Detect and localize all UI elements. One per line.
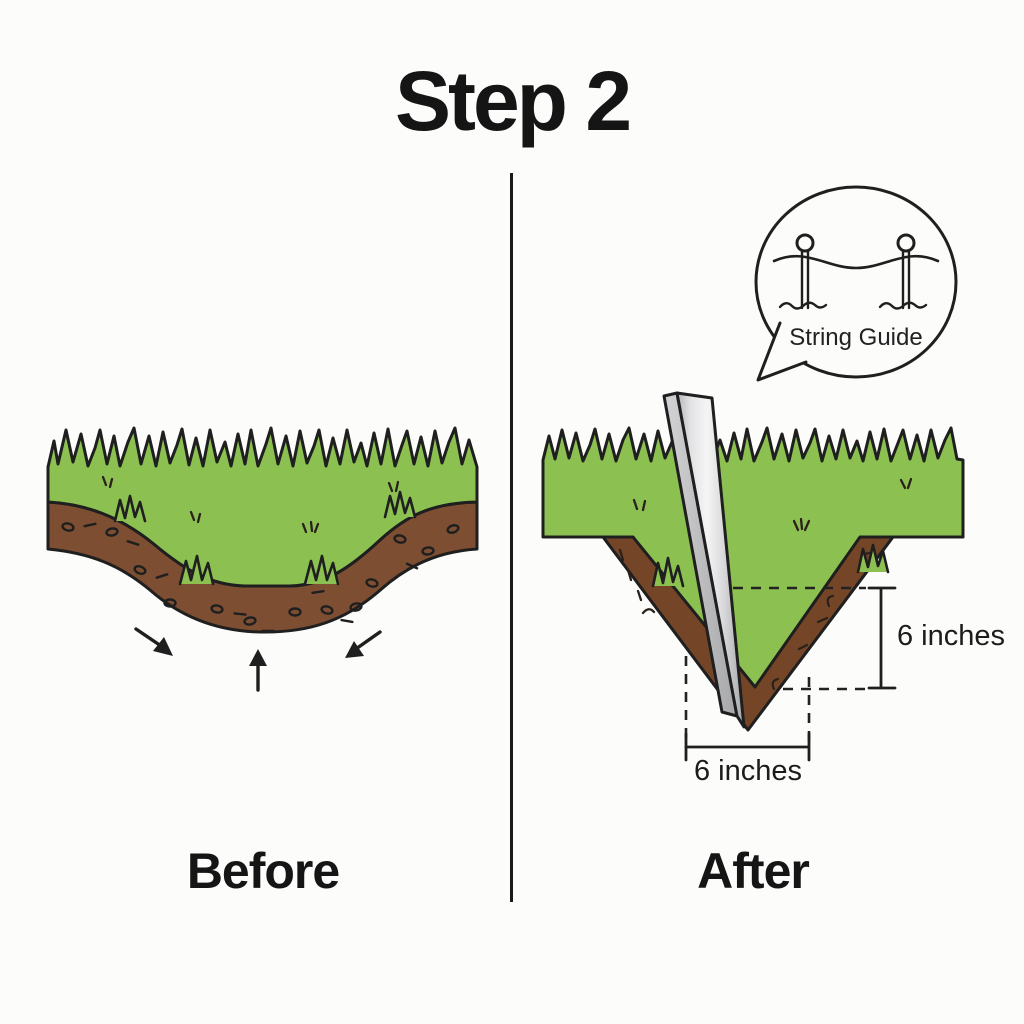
grass-tuft bbox=[856, 543, 890, 574]
string-guide-callout bbox=[754, 185, 958, 382]
grass-tuft bbox=[651, 556, 685, 588]
grass-tuft bbox=[383, 490, 417, 519]
pebble bbox=[210, 604, 224, 614]
stake-knob bbox=[795, 233, 815, 253]
width-measurement-label: 6 inches bbox=[693, 755, 802, 787]
sprout-mark bbox=[387, 480, 400, 493]
after-label: After bbox=[697, 843, 810, 899]
dimension-lines bbox=[684, 586, 897, 762]
grass-tuft bbox=[178, 554, 215, 586]
before-cross-section bbox=[46, 426, 479, 692]
spade-blade-main-face bbox=[675, 391, 746, 729]
sprout-mark bbox=[792, 517, 811, 532]
edger-spade-blade bbox=[662, 391, 746, 729]
soil-dash bbox=[340, 618, 354, 624]
soil-dash bbox=[311, 590, 325, 594]
after-cross-section bbox=[541, 391, 965, 762]
grass-sprout-marks-after bbox=[632, 477, 913, 532]
ground-wave bbox=[878, 301, 928, 310]
pebble bbox=[365, 578, 379, 588]
page-title: Step 2 bbox=[394, 54, 632, 148]
soil-dash bbox=[83, 522, 97, 528]
sprout-mark bbox=[632, 498, 647, 512]
ground-wave bbox=[778, 301, 828, 310]
grass-tufts-after bbox=[651, 543, 890, 588]
depth-measurement-label: 6 inches bbox=[897, 620, 1006, 652]
pebble bbox=[61, 522, 75, 532]
width-dimension-bracket bbox=[684, 732, 811, 762]
pebble bbox=[105, 527, 119, 537]
pebble bbox=[243, 616, 257, 626]
string-guide-label: String Guide bbox=[789, 324, 923, 351]
grass-tufts-before bbox=[113, 490, 417, 586]
pebble bbox=[393, 534, 407, 544]
arrow-down-right-head bbox=[153, 637, 173, 656]
sprout-mark bbox=[189, 510, 202, 524]
before-label: Before bbox=[186, 843, 340, 899]
pebble bbox=[320, 605, 334, 615]
before-grass-layer bbox=[46, 426, 479, 588]
guide-string-line bbox=[772, 255, 940, 270]
string-guide-stakes-icon bbox=[772, 233, 940, 310]
stake-knob bbox=[896, 233, 916, 253]
grass-tuft bbox=[113, 494, 147, 523]
grass-sprout-marks-before bbox=[101, 475, 400, 534]
sprout-mark bbox=[101, 475, 114, 489]
sprout-mark bbox=[899, 477, 913, 490]
pebble bbox=[446, 524, 460, 534]
soil-dash bbox=[155, 573, 169, 579]
after-grass-layer bbox=[541, 426, 965, 689]
soil-mark bbox=[618, 548, 656, 615]
pebble bbox=[288, 607, 302, 617]
pebble bbox=[421, 546, 435, 556]
pebble bbox=[349, 602, 363, 612]
panel-divider bbox=[510, 173, 513, 902]
sprout-mark bbox=[301, 520, 320, 534]
soil-dash bbox=[233, 612, 247, 616]
arrow-down-left-head bbox=[345, 641, 364, 658]
soil-dash bbox=[405, 562, 419, 570]
arrow-up-head bbox=[249, 649, 267, 666]
settling-arrows bbox=[134, 627, 382, 692]
speech-bubble-tail bbox=[756, 321, 808, 382]
pebble bbox=[133, 565, 147, 575]
grass-tuft bbox=[303, 554, 340, 586]
pebble bbox=[163, 598, 177, 608]
depth-dimension-bracket bbox=[867, 586, 897, 690]
soil-dash bbox=[126, 540, 140, 546]
soil-pebbles bbox=[61, 522, 460, 633]
